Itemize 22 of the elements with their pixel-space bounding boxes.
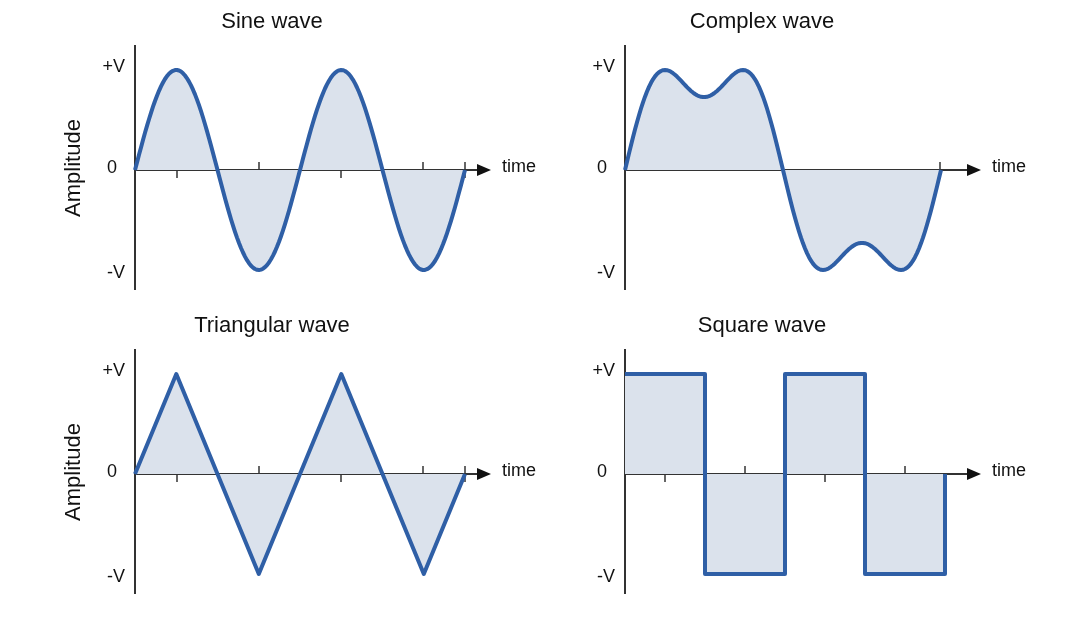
axis-label: +V <box>592 57 615 75</box>
axis-label: 0 <box>597 158 607 176</box>
axis-label: time <box>502 157 536 175</box>
axis-label: -V <box>597 567 615 585</box>
axis-label: time <box>992 157 1026 175</box>
axis-title: Amplitude <box>62 119 84 217</box>
axis-label: -V <box>107 263 125 281</box>
axis-label: 0 <box>107 462 117 480</box>
axis-label: -V <box>597 263 615 281</box>
chart-title: Sine wave <box>221 10 323 32</box>
axis-label: time <box>502 461 536 479</box>
chart-title: Complex wave <box>689 10 835 32</box>
chart-title: Triangular wave <box>194 314 350 336</box>
chart-title: Square wave <box>697 314 827 336</box>
axis-label: -V <box>107 567 125 585</box>
axis-label: 0 <box>597 462 607 480</box>
axis-label: 0 <box>107 158 117 176</box>
axis-label: +V <box>592 361 615 379</box>
axis-label: +V <box>102 57 125 75</box>
axis-label: time <box>992 461 1026 479</box>
axis-label: +V <box>102 361 125 379</box>
axis-title: Amplitude <box>62 423 84 521</box>
